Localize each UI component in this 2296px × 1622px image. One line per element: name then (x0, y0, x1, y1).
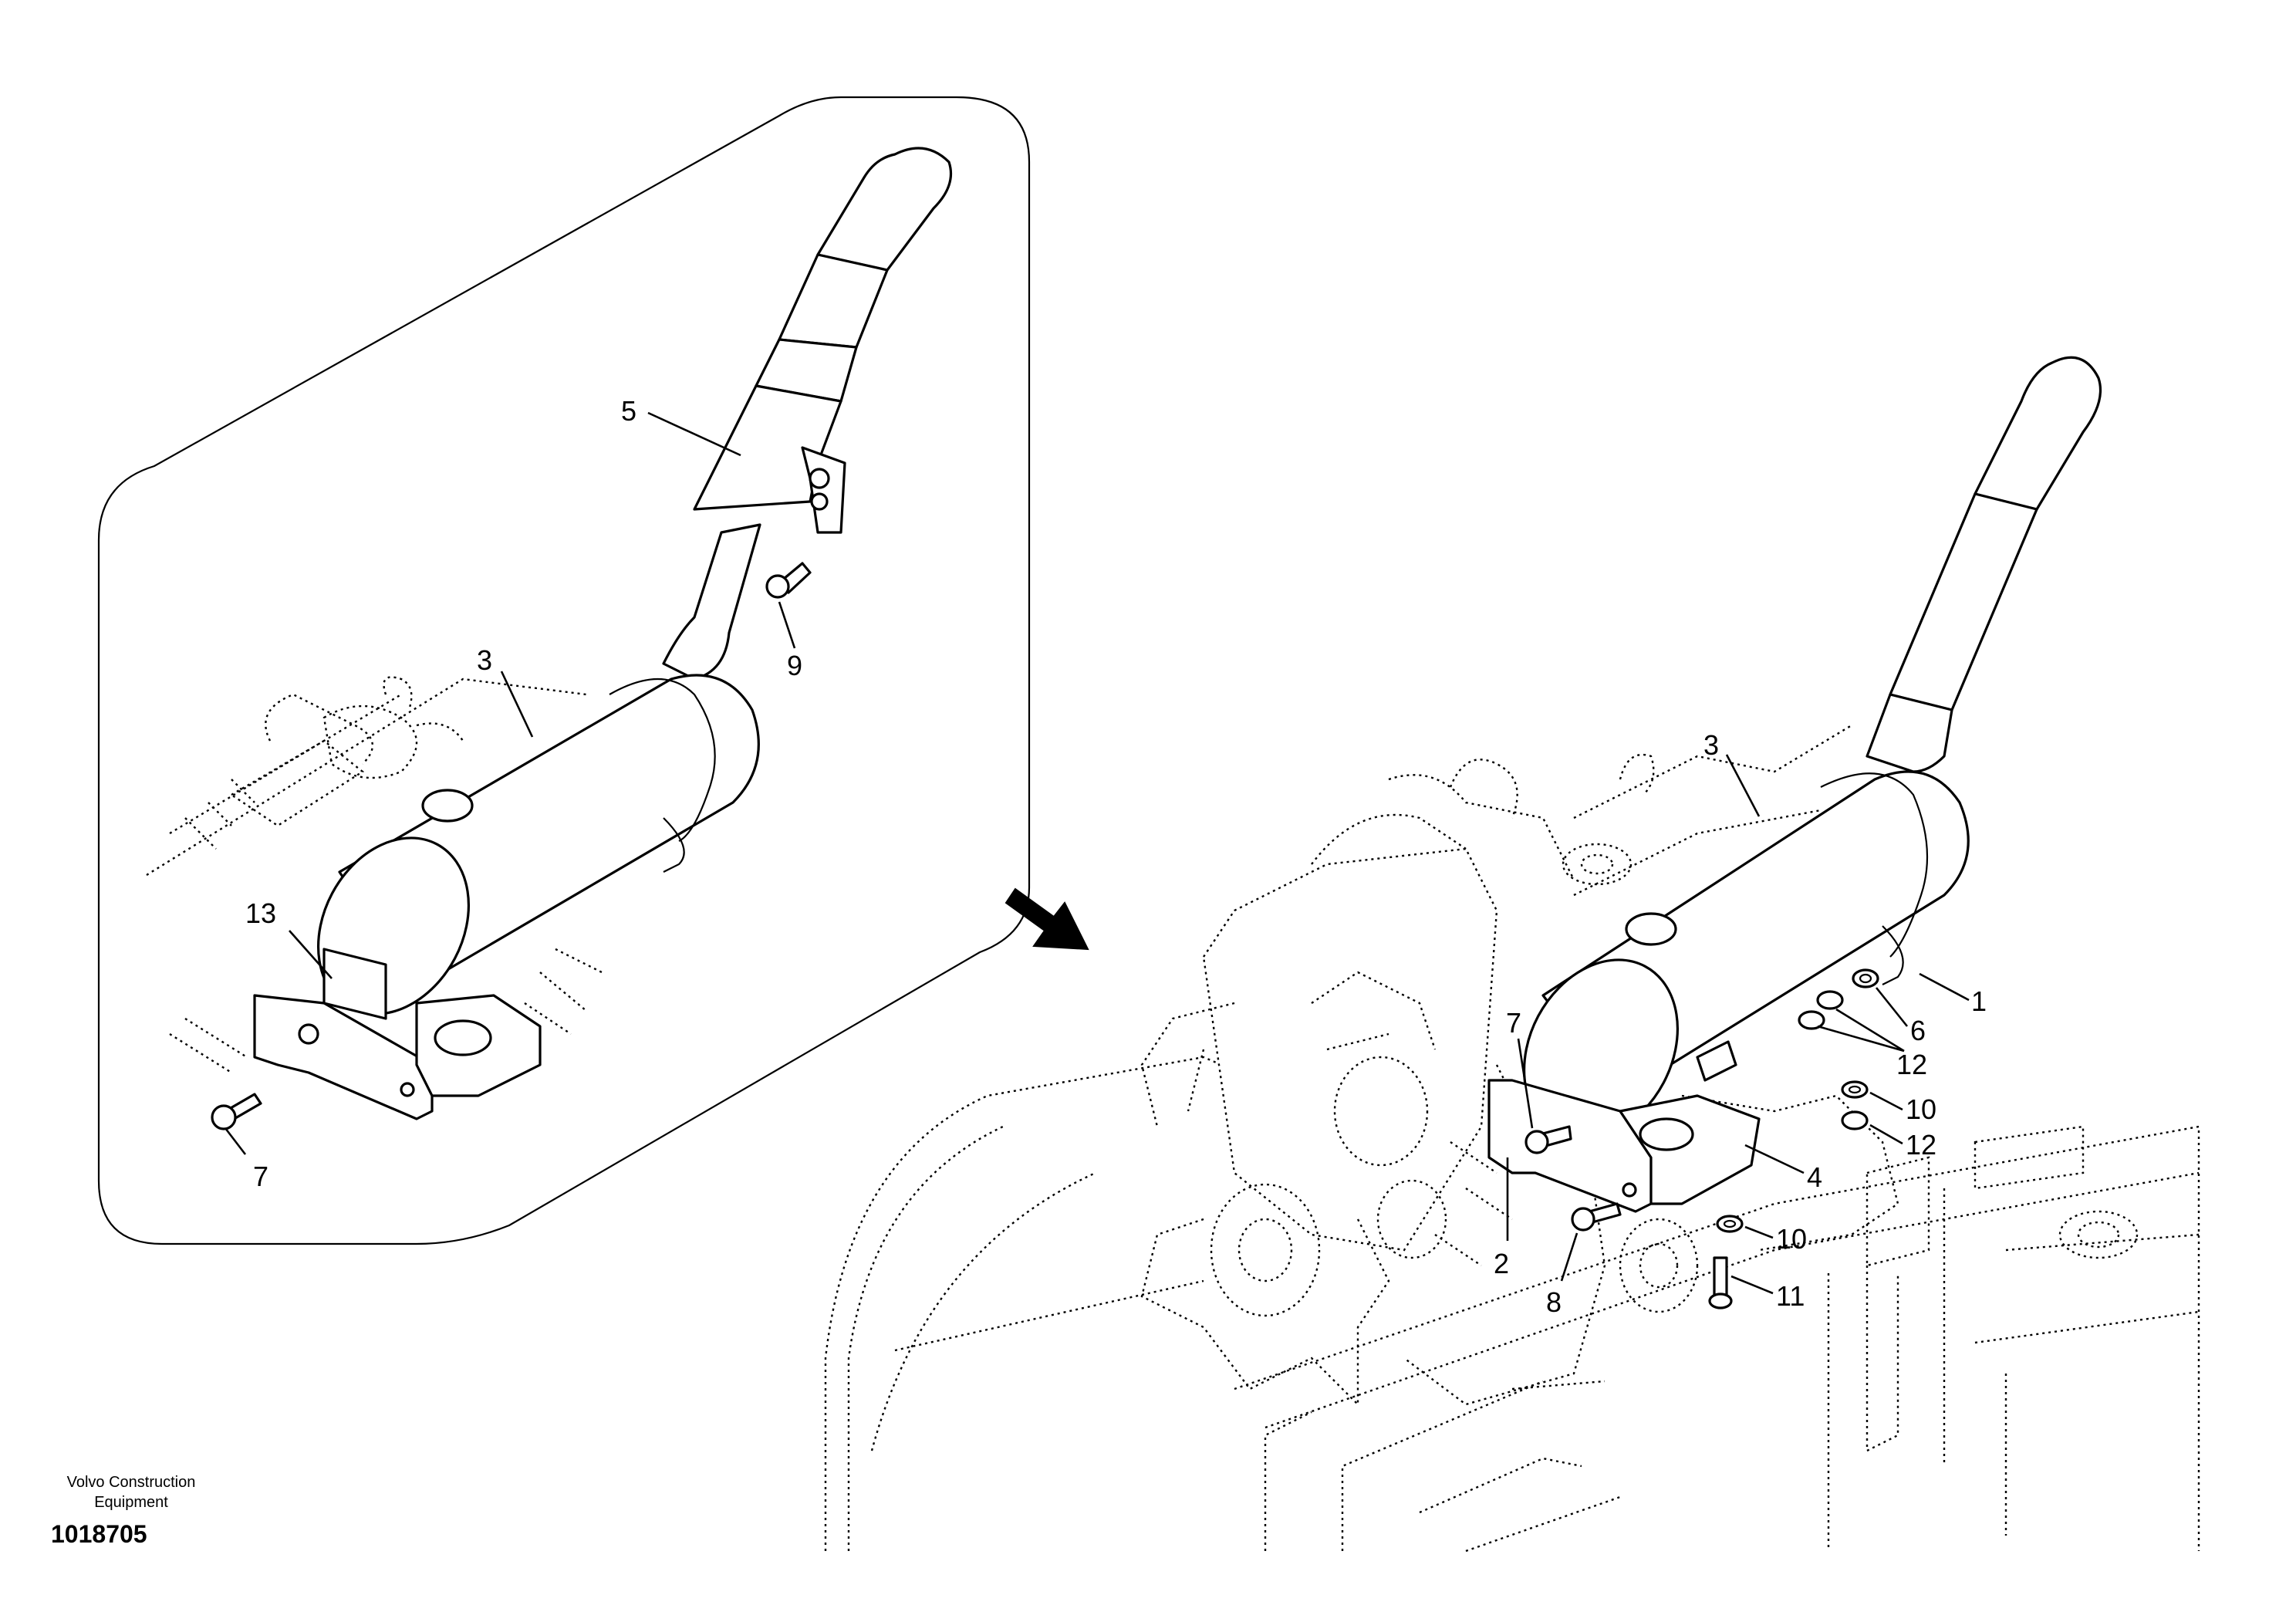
detail-bracket (253, 948, 542, 1120)
washer-10-lower (1716, 1215, 1744, 1233)
assembly-view: 3 1 6 12 7 10 12 4 10 2 11 8 (824, 356, 2200, 1553)
brand-name: Volvo Construction Equipment (46, 1472, 216, 1512)
detail-tail-pipe (693, 147, 953, 534)
document-number: 1018705 (51, 1520, 147, 1548)
callout-label: 5 (621, 395, 636, 427)
callout-label: 10 (1906, 1093, 1936, 1125)
callout-label: 2 (1494, 1248, 1509, 1279)
detail-frame (97, 96, 1031, 1245)
callout-label: 10 (1776, 1223, 1807, 1255)
bolt-7 (1524, 1125, 1572, 1154)
callout-label: 13 (245, 897, 276, 929)
callout-label: 9 (787, 650, 802, 681)
callout-label: 1 (1971, 985, 1987, 1017)
bolt-11 (1708, 1256, 1733, 1309)
callout-label: 3 (477, 644, 492, 676)
detail-engine-context (146, 676, 603, 1074)
nut-12-upper (1798, 990, 1844, 1030)
callout-label: 4 (1807, 1161, 1822, 1193)
callout-label: 11 (1776, 1280, 1805, 1312)
detail-bolt-7 (211, 1093, 262, 1130)
bolt-8 (1571, 1202, 1622, 1232)
washer-10-upper (1841, 1080, 1869, 1099)
nut-6 (1852, 968, 1879, 988)
assembly-callouts: 3 1 6 12 7 10 12 4 10 2 11 8 (1494, 729, 1987, 1318)
callout-label: 7 (1506, 1007, 1521, 1039)
assembly-tail-pipe (1866, 356, 2102, 773)
assembly-hardware (1524, 968, 1879, 1309)
arrow-right-down-icon (1004, 887, 1089, 951)
callout-label: 6 (1910, 1015, 1926, 1046)
detail-bolt-9 (765, 562, 812, 599)
assembly-engine-context (1140, 724, 1899, 1407)
detail-view: 5 9 3 13 7 (97, 96, 1031, 1245)
detail-connecting-pipe (662, 523, 761, 681)
assembly-machine-context (824, 1056, 2200, 1553)
callout-label: 12 (1906, 1129, 1936, 1161)
nut-12-lower (1841, 1110, 1869, 1130)
callout-label: 7 (253, 1161, 268, 1192)
callout-label: 12 (1896, 1049, 1927, 1080)
callout-label: 8 (1546, 1286, 1562, 1318)
brand-line-1: Volvo Construction (66, 1474, 196, 1491)
detail-callouts: 5 9 3 13 7 (224, 395, 802, 1192)
brand-line-2: Equipment (94, 1494, 168, 1511)
detail-muffler (316, 674, 760, 1015)
callout-label: 3 (1703, 729, 1719, 761)
assembly-muffler (1523, 770, 1970, 1140)
